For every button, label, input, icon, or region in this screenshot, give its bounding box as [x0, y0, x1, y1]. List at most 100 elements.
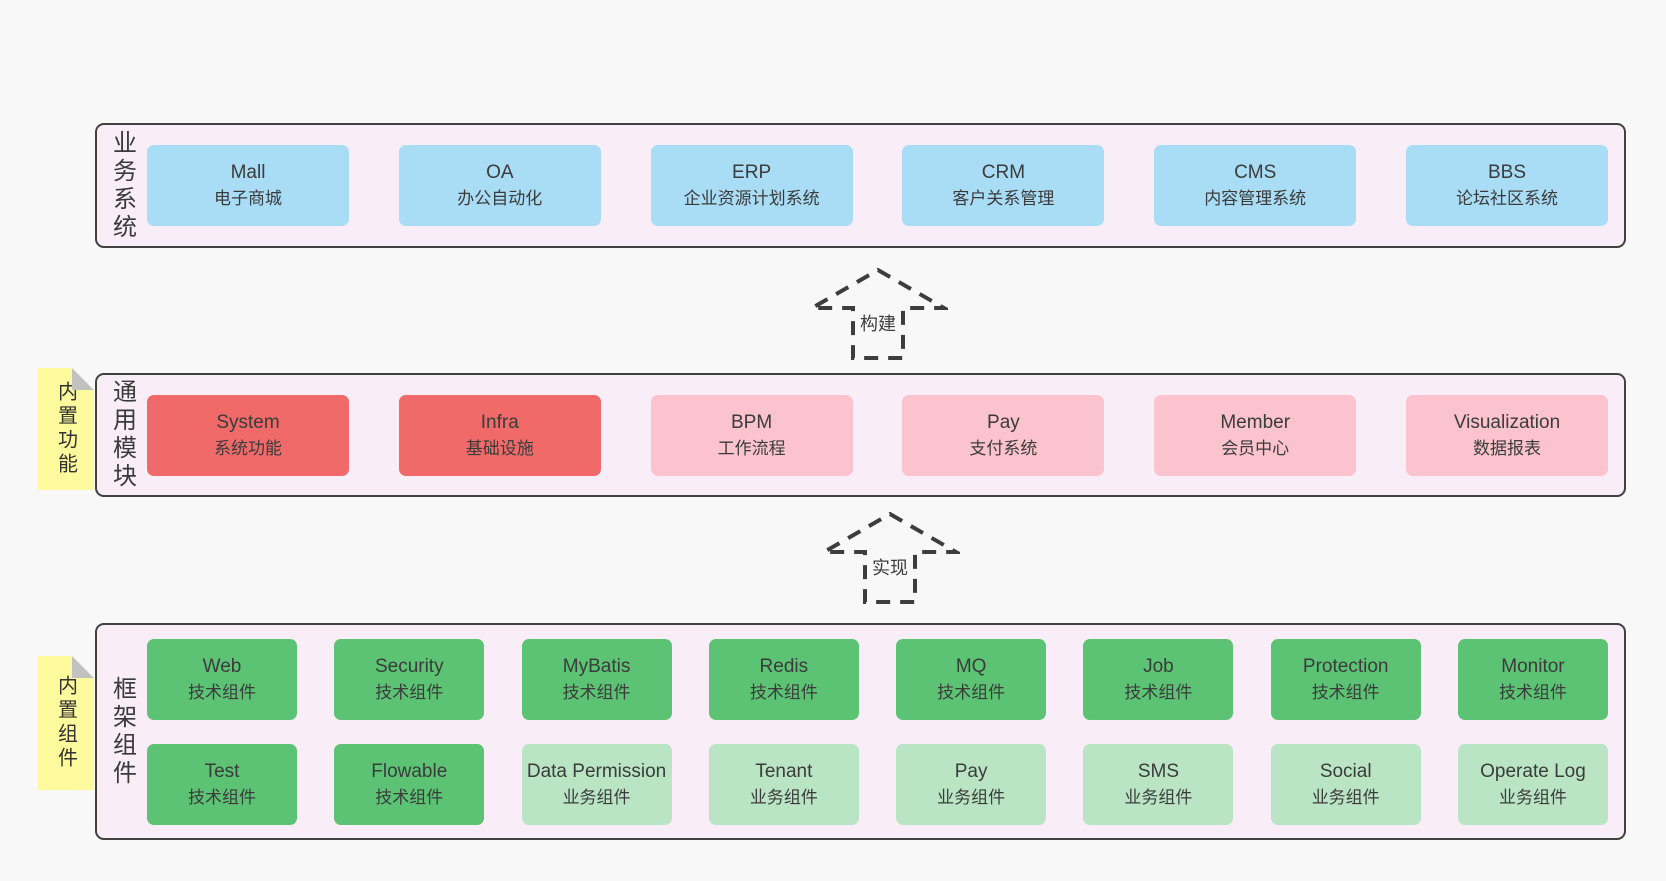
band-framework-components: 框架组件 Web 技术组件 Security 技术组件 MyBatis 技术组件… [95, 623, 1626, 840]
implement-arrow: 实现 [820, 512, 960, 604]
box-subtitle: 电子商城 [214, 189, 282, 208]
box-title: Flowable [371, 760, 448, 782]
box-title: System [216, 411, 280, 433]
common-modules-row: System 系统功能 Infra 基础设施 BPM 工作流程 Pay 支付系统… [147, 394, 1608, 476]
box-title: Pay [987, 411, 1020, 433]
box-title: OA [486, 162, 514, 183]
band-content-framework-components: Web 技术组件 Security 技术组件 MyBatis 技术组件 Redi… [147, 625, 1624, 838]
box-protection: Protection 技术组件 [1270, 638, 1421, 720]
band-content-common-modules: System 系统功能 Infra 基础设施 BPM 工作流程 Pay 支付系统… [147, 375, 1624, 495]
box-title: Data Permission [526, 760, 667, 782]
box-subtitle: 技术组件 [188, 682, 256, 702]
box-member: Member 会员中心 [1154, 394, 1357, 476]
box-flowable: Flowable 技术组件 [334, 743, 485, 825]
box-subtitle: 内容管理系统 [1204, 189, 1307, 208]
box-subtitle: 技术组件 [937, 682, 1006, 702]
box-bpm: BPM 工作流程 [650, 394, 853, 476]
box-title: Operate Log [1480, 760, 1586, 782]
box-title: Infra [480, 411, 519, 433]
box-title: CMS [1234, 162, 1277, 183]
box-title: MQ [955, 655, 987, 677]
box-subtitle: 技术组件 [1124, 682, 1193, 702]
box-crm: CRM 客户关系管理 [902, 145, 1105, 226]
box-system: System 系统功能 [147, 394, 349, 476]
band-content-business-systems: Mall 电子商城 OA 办公自动化 ERP 企业资源计划系统 CRM 客户关系… [147, 125, 1624, 246]
box-subtitle: 业务组件 [1311, 787, 1380, 807]
box-subtitle: 数据报表 [1472, 438, 1541, 458]
box-infra: Infra 基础设施 [398, 394, 601, 476]
sticky-note-built-in-features: 内置功能 [38, 368, 94, 490]
band-business-systems: 业务系统 Mall 电子商城 OA 办公自动化 ERP 企业资源计划系统 CRM… [95, 123, 1626, 248]
band-label-framework-components: 框架组件 [108, 675, 136, 788]
band-label-business-systems: 业务系统 [108, 129, 136, 242]
box-subtitle: 技术组件 [1311, 682, 1380, 702]
folded-corner-icon [72, 656, 94, 678]
box-subtitle: 技术组件 [1498, 682, 1567, 702]
box-title: Social [1319, 760, 1372, 782]
box-title: Visualization [1453, 411, 1561, 433]
box-sms: SMS 业务组件 [1083, 743, 1234, 825]
implement-arrow-label: 实现 [869, 554, 911, 580]
box-monitor: Monitor 技术组件 [1457, 638, 1608, 720]
box-subtitle: 工作流程 [717, 438, 786, 458]
box-subtitle: 技术组件 [188, 787, 256, 807]
band-label-common-modules: 通用模块 [108, 379, 136, 491]
box-subtitle: 技术组件 [375, 682, 444, 702]
box-title: SMS [1137, 760, 1179, 782]
box-subtitle: 技术组件 [749, 682, 818, 702]
box-title: MyBatis [562, 655, 631, 677]
box-web: Web 技术组件 [147, 638, 297, 720]
box-pay-component: Pay 业务组件 [896, 743, 1047, 825]
framework-components-row-1: Web 技术组件 Security 技术组件 MyBatis 技术组件 Redi… [147, 638, 1608, 720]
box-redis: Redis 技术组件 [708, 638, 859, 720]
box-subtitle: 技术组件 [375, 787, 444, 807]
box-subtitle: 会员中心 [1221, 438, 1290, 458]
box-title: Job [1143, 655, 1174, 677]
box-subtitle: 论坛社区系统 [1455, 189, 1558, 208]
sticky-note-label: 内置功能 [54, 381, 77, 477]
box-data-permission: Data Permission 业务组件 [521, 743, 672, 825]
band-common-modules: 通用模块 System 系统功能 Infra 基础设施 BPM 工作流程 Pay… [95, 373, 1626, 497]
box-visualization: Visualization 数据报表 [1405, 394, 1608, 476]
box-subtitle: 企业资源计划系统 [683, 189, 820, 208]
box-subtitle: 业务组件 [749, 787, 818, 807]
build-arrow-label: 构建 [857, 310, 899, 336]
box-title: BPM [731, 411, 773, 433]
box-subtitle: 办公自动化 [457, 189, 543, 208]
box-bbs: BBS 论坛社区系统 [1405, 145, 1608, 226]
box-title: Security [374, 655, 444, 677]
box-subtitle: 业务组件 [562, 787, 631, 807]
box-mall: Mall 电子商城 [147, 145, 349, 226]
box-title: CRM [981, 162, 1026, 183]
box-cms: CMS 内容管理系统 [1154, 145, 1357, 226]
box-subtitle: 支付系统 [969, 438, 1038, 458]
box-subtitle: 业务组件 [1498, 787, 1567, 807]
box-subtitle: 技术组件 [562, 682, 631, 702]
box-security: Security 技术组件 [334, 638, 485, 720]
box-title: Tenant [755, 760, 813, 782]
box-subtitle: 基础设施 [465, 438, 534, 458]
box-title: Pay [954, 760, 988, 782]
business-systems-row: Mall 电子商城 OA 办公自动化 ERP 企业资源计划系统 CRM 客户关系… [147, 145, 1608, 226]
box-job: Job 技术组件 [1083, 638, 1234, 720]
framework-components-row-2: Test 技术组件 Flowable 技术组件 Data Permission … [147, 743, 1608, 825]
box-tenant: Tenant 业务组件 [708, 743, 859, 825]
box-title: Redis [759, 655, 809, 677]
box-title: Monitor [1501, 655, 1565, 677]
up-arrow-icon [820, 512, 960, 604]
box-mq: MQ 技术组件 [896, 638, 1047, 720]
box-title: Member [1220, 411, 1291, 433]
box-subtitle: 业务组件 [937, 787, 1006, 807]
box-social: Social 业务组件 [1270, 743, 1421, 825]
box-title: Web [202, 655, 242, 677]
box-subtitle: 系统功能 [214, 438, 282, 458]
box-title: Test [204, 760, 240, 782]
box-title: Protection [1302, 655, 1389, 677]
folded-corner-icon [72, 368, 94, 390]
box-subtitle: 业务组件 [1124, 787, 1193, 807]
box-operate-log: Operate Log 业务组件 [1457, 743, 1608, 825]
box-title: BBS [1487, 162, 1526, 183]
box-erp: ERP 企业资源计划系统 [650, 145, 853, 226]
box-subtitle: 客户关系管理 [952, 189, 1055, 208]
